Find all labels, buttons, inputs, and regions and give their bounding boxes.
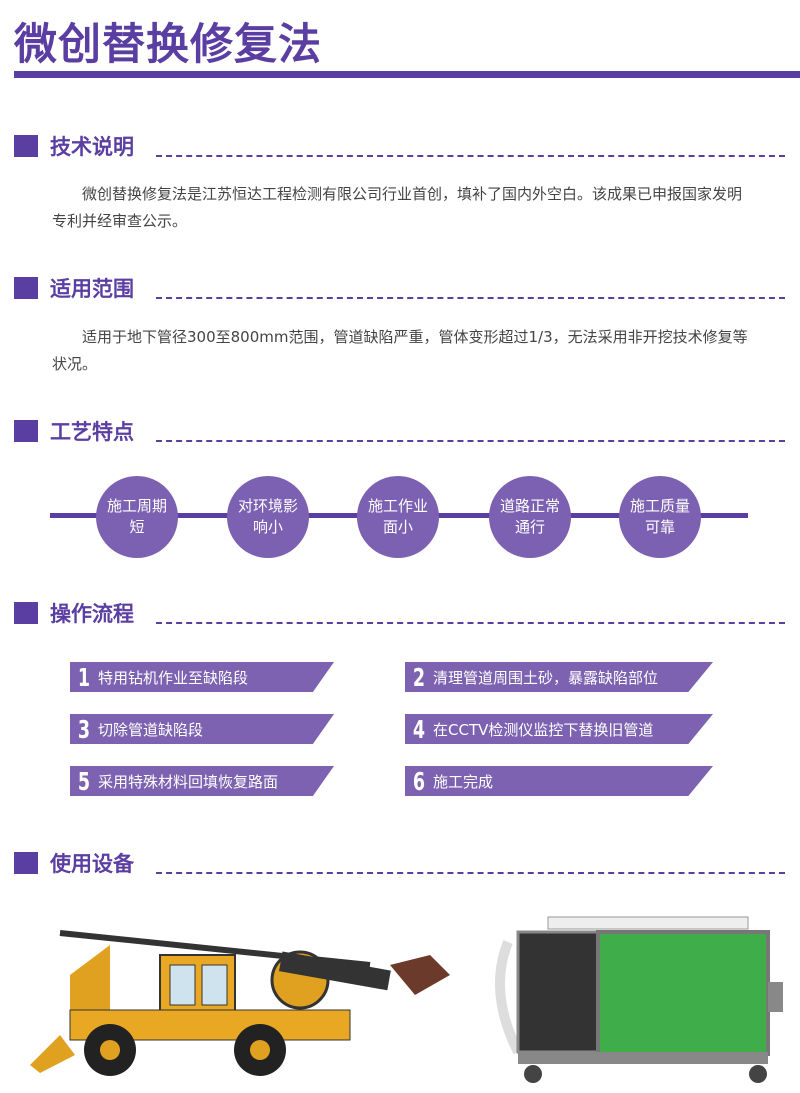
section-header-equipment: 使用设备 (14, 850, 785, 876)
section-header-tech: 技术说明 (14, 133, 785, 159)
feature-circle: 道路正常通行 (489, 476, 571, 558)
title-rule (14, 71, 800, 78)
section-title: 适用范围 (50, 277, 134, 301)
process-step: 3 切除管道缺陷段 (70, 714, 334, 744)
section-title: 技术说明 (50, 135, 134, 159)
step-label: 采用特殊材料回填恢复路面 (98, 772, 279, 791)
dotted-divider (156, 622, 785, 624)
step-number: 1 (77, 662, 91, 692)
step-label: 施工完成 (433, 772, 494, 791)
step-number: 5 (77, 766, 91, 796)
drilling-rig-photo (30, 930, 450, 1076)
dotted-divider (156, 155, 785, 157)
step-label: 切除管道缺陷段 (98, 720, 204, 739)
square-bullet-icon (14, 277, 38, 299)
feature-circle: 施工作业面小 (357, 476, 439, 558)
feature-circle: 施工周期短 (96, 476, 178, 558)
step-label: 在CCTV检测仪监控下替换旧管道 (433, 720, 654, 739)
cctv-equipment-cart-photo (495, 916, 783, 1083)
feature-circle: 施工质量可靠 (619, 476, 701, 558)
section-header-scope: 适用范围 (14, 275, 785, 301)
square-bullet-icon (14, 602, 38, 624)
feature-circle: 对环境影响小 (227, 476, 309, 558)
process-step: 2 清理管道周围土砂，暴露缺陷部位 (405, 662, 713, 692)
square-bullet-icon (14, 135, 38, 157)
dotted-divider (156, 872, 785, 874)
process-step: 5 采用特殊材料回填恢复路面 (70, 766, 334, 796)
step-number: 6 (412, 766, 426, 796)
dotted-divider (156, 297, 785, 299)
section-header-features: 工艺特点 (14, 418, 785, 444)
step-number: 2 (412, 662, 426, 692)
step-number: 3 (77, 714, 91, 744)
step-number: 4 (412, 714, 426, 744)
section-title: 使用设备 (50, 852, 134, 876)
page-title: 微创替换修复法 (14, 20, 322, 70)
process-step: 6 施工完成 (405, 766, 713, 796)
section-header-process: 操作流程 (14, 600, 785, 626)
section-title: 操作流程 (50, 602, 134, 626)
section-title: 工艺特点 (50, 420, 134, 444)
square-bullet-icon (14, 420, 38, 442)
scope-description: 适用于地下管径300至800mm范围，管道缺陷严重，管体变形超过1/3，无法采用… (52, 328, 748, 373)
process-step: 1 特用钻机作业至缺陷段 (70, 662, 334, 692)
process-step: 4 在CCTV检测仪监控下替换旧管道 (405, 714, 713, 744)
step-label: 清理管道周围土砂，暴露缺陷部位 (433, 668, 659, 687)
step-label: 特用钻机作业至缺陷段 (98, 668, 249, 687)
tech-description: 微创替换修复法是江苏恒达工程检测有限公司行业首创，填补了国内外空白。该成果已申报… (52, 185, 743, 230)
dotted-divider (156, 440, 785, 442)
square-bullet-icon (14, 852, 38, 874)
